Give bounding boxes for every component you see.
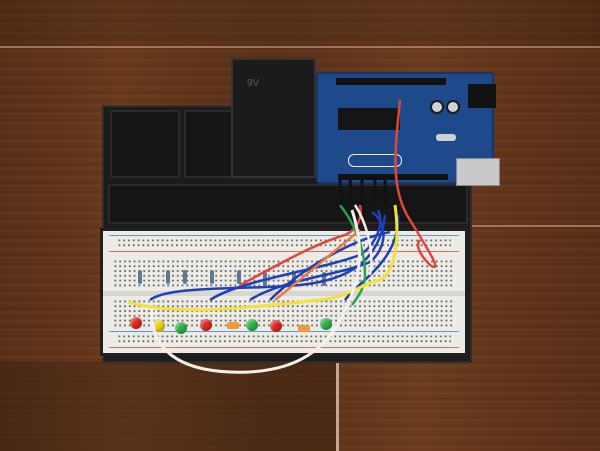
resistor xyxy=(183,270,187,284)
led-green xyxy=(246,319,258,331)
arduino-board xyxy=(316,72,500,186)
led-orange xyxy=(227,322,239,329)
floor-plank xyxy=(0,362,336,451)
bottom-power-rail xyxy=(109,331,459,349)
holder-compartment xyxy=(110,110,180,178)
center-channel xyxy=(103,291,465,296)
battery-label: 9V xyxy=(247,78,260,89)
capacitor xyxy=(446,100,460,114)
holder-compartment xyxy=(184,110,234,178)
floor-plank-seam xyxy=(336,362,339,451)
led-red xyxy=(130,317,142,329)
led-green xyxy=(175,322,187,334)
resistor xyxy=(292,272,296,286)
dc-power-jack xyxy=(468,84,496,108)
resistor xyxy=(138,270,142,284)
top-power-rail xyxy=(109,235,459,253)
digital-header xyxy=(336,78,446,85)
holder-compartment xyxy=(108,184,468,224)
led-red xyxy=(270,320,282,332)
resistor xyxy=(210,270,214,284)
led-green xyxy=(320,318,332,330)
floor-plank-seam xyxy=(0,46,600,48)
led-yellow xyxy=(153,320,165,332)
resistor xyxy=(263,272,267,286)
breadboard-holes xyxy=(113,259,455,287)
led-red xyxy=(200,319,212,331)
floor-plank-seam xyxy=(470,225,600,227)
microcontroller-chip xyxy=(338,108,400,130)
resistor xyxy=(322,272,326,286)
capacitor xyxy=(430,100,444,114)
resistor xyxy=(166,270,170,284)
arduino-logo xyxy=(348,154,402,167)
battery-compartment: 9V xyxy=(231,58,316,178)
breadboard xyxy=(100,228,468,356)
floor-plank xyxy=(0,0,600,46)
power-header xyxy=(338,174,448,180)
usb-port xyxy=(456,158,500,186)
crystal-oscillator xyxy=(436,134,456,141)
led-orange xyxy=(298,325,310,332)
resistor xyxy=(237,270,241,284)
